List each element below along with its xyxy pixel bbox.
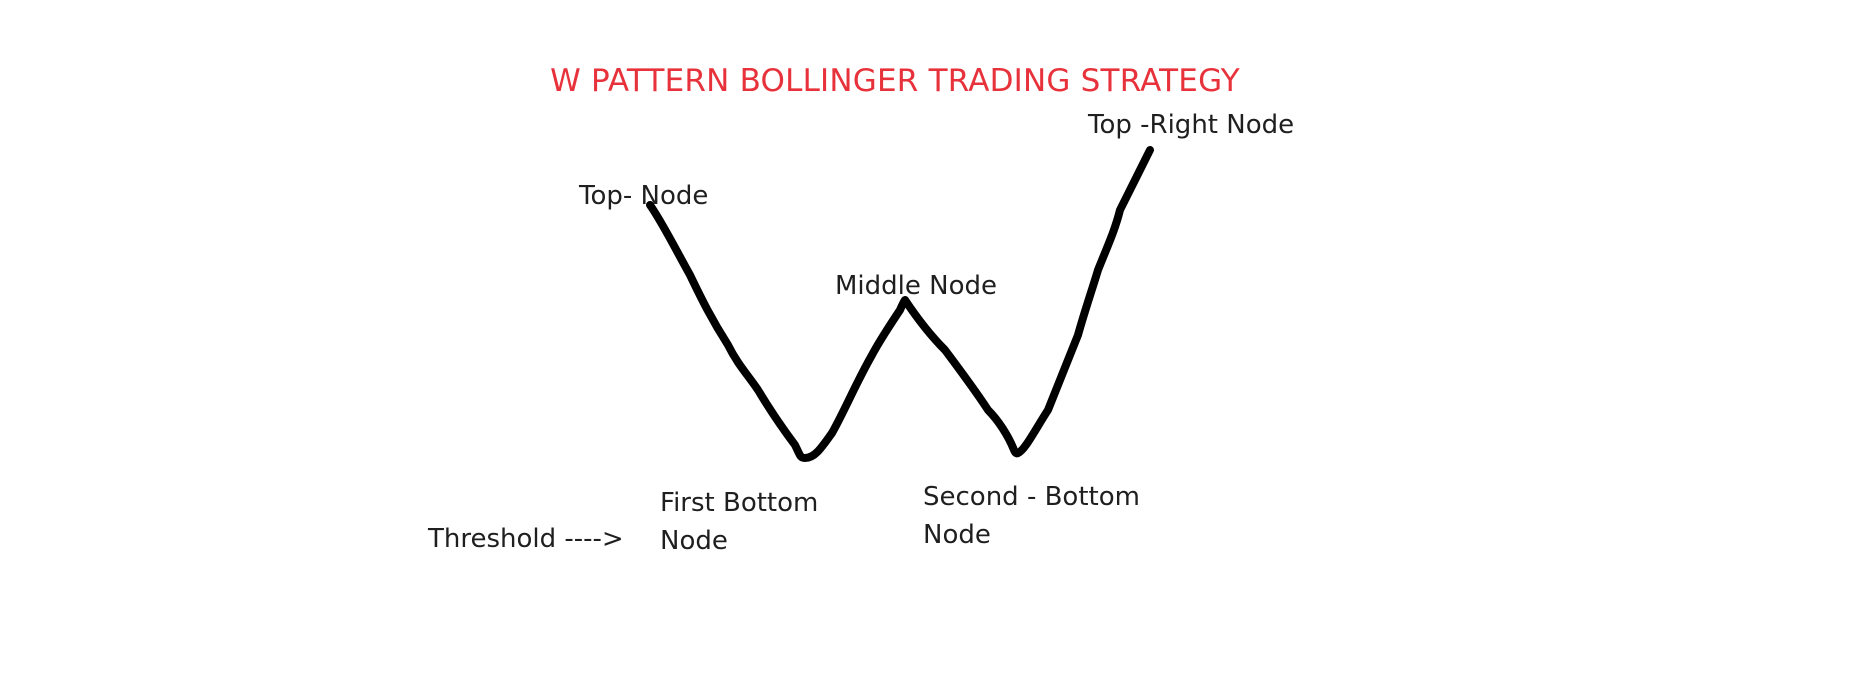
middle-node-label: Middle Node — [835, 271, 998, 301]
second-bottom-node-label: Second - Bottom Node — [923, 482, 1140, 550]
w-pattern-line — [646, 146, 1154, 462]
top-right-node-label: Top -Right Node — [1088, 110, 1295, 140]
first-bottom-node-label: First Bottom Node — [660, 488, 819, 556]
top-node-label: Top- Node — [579, 181, 709, 211]
threshold-label: Threshold ----> — [428, 524, 624, 554]
diagram-title: W PATTERN BOLLINGER TRADING STRATEGY — [550, 63, 1240, 99]
